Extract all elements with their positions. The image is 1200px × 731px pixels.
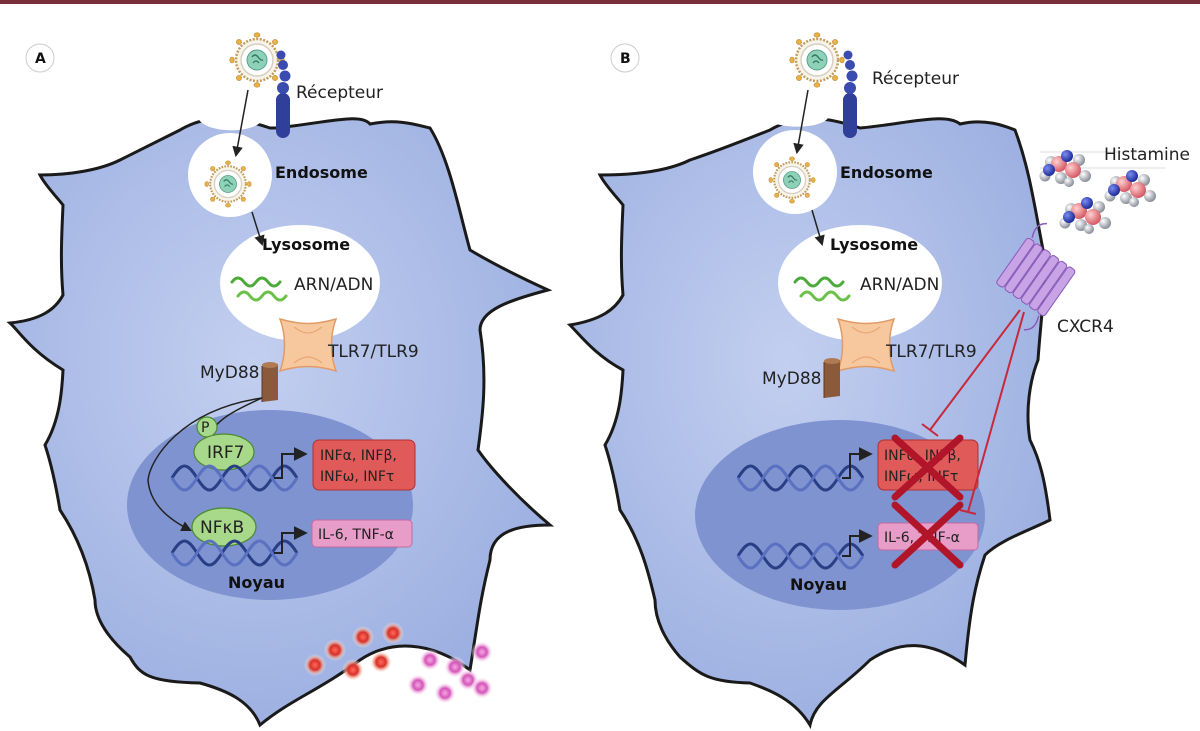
nucleic-label-b: ARN/ADN	[860, 275, 939, 295]
endosome-label-b: Endosome	[840, 163, 933, 182]
cxcr4-label: CXCR4	[1057, 317, 1114, 337]
virus-icon-outside-a	[228, 31, 286, 89]
virus-icon-endosome-a	[203, 159, 253, 209]
tlr-label-a: TLR7/TLR9	[327, 342, 419, 362]
lysosome-label-a: Lysosome	[262, 235, 350, 254]
myd88-icon-a	[261, 361, 279, 403]
virus-icon-endosome-b	[767, 155, 817, 205]
nucleic-label-a: ARN/ADN	[294, 275, 373, 295]
virus-icon-outside-b	[788, 31, 846, 89]
cxcr4-icon	[996, 222, 1076, 331]
ifn-line1-a: INFα, INFβ,	[320, 448, 397, 464]
secreted-il6-dots	[407, 641, 493, 704]
cross-icon-il6	[891, 501, 964, 569]
receptor-icon-b	[843, 50, 858, 138]
tlr-label-b: TLR7/TLR9	[885, 342, 977, 362]
myd88-label-a: MyD88	[200, 363, 259, 383]
panel-letter-b: B	[620, 51, 631, 67]
top-border	[0, 0, 1200, 4]
receptor-label-a: Récepteur	[296, 83, 383, 103]
receptor-label-b: Récepteur	[872, 69, 959, 89]
phospho-label-a: P	[201, 420, 209, 436]
endosome-label-a: Endosome	[275, 163, 368, 182]
ifn-box-a	[312, 439, 416, 491]
lysosome-a	[220, 225, 380, 341]
myd88-label-b: MyD88	[762, 369, 821, 389]
lysosome-label-b: Lysosome	[830, 235, 918, 254]
nucleus-label-b: Noyau	[790, 575, 847, 594]
lysosome-b	[778, 225, 942, 341]
panel-letter-a: A	[35, 51, 46, 67]
histamine-label: Histamine	[1104, 145, 1190, 165]
histamine-molecule-icon-2	[1104, 170, 1156, 207]
secreted-ifn-dots	[304, 622, 404, 681]
irf7-label-a: IRF7	[207, 443, 244, 463]
cross-icon-ifn	[891, 434, 964, 501]
histamine-molecule-icon-3	[1059, 197, 1111, 234]
panel-a: Récepteur Endosome Lysosome ARN/ADN TLR7…	[6, 31, 555, 728]
ifn-line2-a: INFω, INFτ	[320, 469, 394, 485]
il6-label-a: IL-6, TNF-α	[318, 527, 394, 543]
irf7-icon-a	[193, 433, 255, 471]
nucleus-label-a: Noyau	[228, 573, 285, 592]
inhibition-lines	[921, 309, 1025, 515]
nucleus-a	[127, 410, 413, 600]
myd88-icon-b	[823, 357, 841, 399]
nfkb-label-a: NFκB	[200, 518, 244, 538]
nfkb-icon-a	[191, 507, 257, 547]
panel-letter-badge-a	[25, 43, 55, 73]
il6-box-a	[311, 519, 413, 548]
panel-letter-badge-b	[610, 43, 640, 73]
panel-b: Récepteur Endosome Lysosome ARN/ADN TLR7…	[566, 31, 1190, 730]
